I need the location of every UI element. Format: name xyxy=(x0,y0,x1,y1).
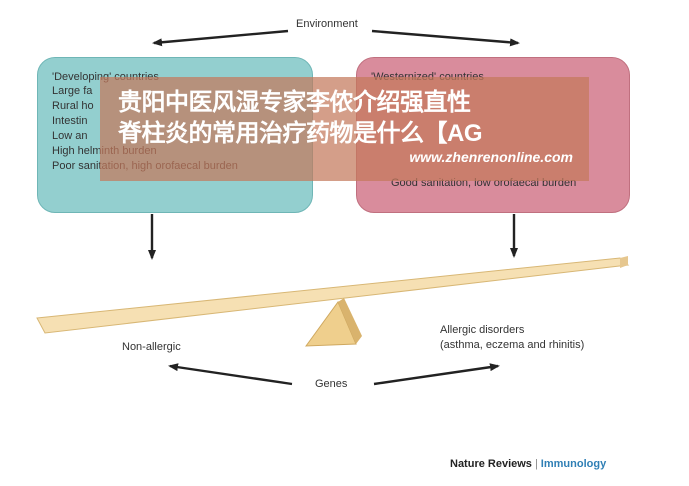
overlay-headline-line-1: 贵阳中医风湿专家李侬介绍强直性 xyxy=(118,89,471,116)
journal-name: Nature Reviews xyxy=(450,458,532,470)
seesaw-fulcrum-shade xyxy=(338,298,362,344)
watermark-overlay: 贵阳中医风湿专家李侬介绍强直性 脊柱炎的常用治疗药物是什么【AG www.zhe… xyxy=(100,77,589,181)
environment-left-arrow xyxy=(152,29,289,47)
overlay-url: www.zhenrenonline.com xyxy=(409,149,573,165)
journal-credit: Nature Reviews|Immunology xyxy=(450,458,606,470)
list-item: Rural ho xyxy=(52,100,94,112)
list-item: Low an xyxy=(52,130,88,142)
overlay-headline-line-2: 脊柱炎的常用治疗药物是什么【AG xyxy=(118,120,483,147)
genes-left-arrow xyxy=(168,363,293,386)
credit-separator: | xyxy=(534,458,538,470)
allergic-disorders-examples: (asthma, eczema and rhinitis) xyxy=(440,339,585,351)
environment-right-arrow xyxy=(371,29,520,47)
genes-right-arrow xyxy=(373,363,500,386)
environment-label: Environment xyxy=(296,18,358,30)
overlay-headline: 贵阳中医风湿专家李侬介绍强直性 脊柱炎的常用治疗药物是什么【AG xyxy=(118,87,588,149)
list-item: Intestin xyxy=(52,115,88,127)
genes-label: Genes xyxy=(315,378,348,390)
list-item: Large fa xyxy=(52,85,93,97)
non-allergic-label: Non-allergic xyxy=(122,341,181,353)
seesaw-plank-edge xyxy=(620,256,628,268)
allergic-disorders-label: Allergic disorders xyxy=(440,324,525,336)
journal-section: Immunology xyxy=(540,458,607,470)
